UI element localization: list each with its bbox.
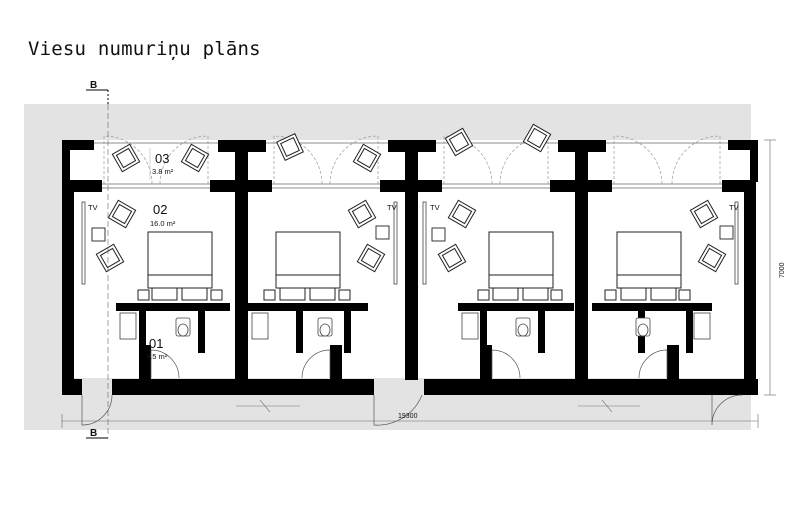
dimension-depth: 7000	[779, 262, 786, 278]
beds	[137, 231, 691, 301]
room-01-area: 4.5 m²	[146, 352, 168, 361]
room-01-number: 01	[149, 336, 163, 351]
window-glazing	[94, 142, 728, 189]
bathroom-walls	[116, 303, 712, 380]
tv-units	[81, 201, 739, 285]
walls	[62, 140, 758, 395]
bathroom-doors	[150, 349, 668, 379]
tv-label-2: TV	[387, 203, 397, 212]
room-03-area: 3.8 m²	[152, 167, 174, 176]
side-tables	[91, 225, 734, 242]
tv-label-3: TV	[430, 203, 440, 212]
dimension-lines	[61, 139, 776, 428]
room-02-number: 02	[153, 202, 167, 217]
section-line-b	[86, 89, 109, 439]
tv-label-1: TV	[88, 203, 98, 212]
section-marker-bottom: B	[90, 428, 97, 439]
tv-label-4: TV	[729, 203, 739, 212]
sanitary-fixtures	[119, 312, 711, 340]
path-lights	[236, 399, 640, 413]
entrance-doors	[81, 394, 743, 426]
room-03-number: 03	[155, 151, 169, 166]
armchairs	[95, 123, 727, 273]
plan-title: Viesu numuriņu plāns	[28, 38, 261, 60]
dimension-width: 19300	[398, 413, 418, 420]
room-02-area: 16.0 m²	[150, 219, 176, 228]
section-marker-top: B	[90, 80, 97, 91]
